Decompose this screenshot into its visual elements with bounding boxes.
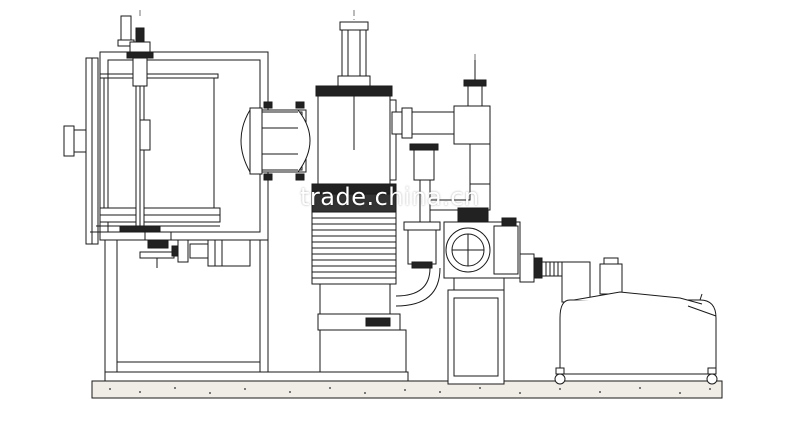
floor bbox=[91, 380, 723, 399]
foreline-pipe bbox=[395, 221, 441, 307]
bypass-piping bbox=[391, 60, 491, 223]
centerlines bbox=[139, 10, 476, 60]
vacuum-chamber bbox=[63, 51, 269, 245]
rotary-vane-pump bbox=[554, 257, 718, 385]
high-vacuum-valve bbox=[311, 21, 397, 195]
drive-motor bbox=[171, 239, 251, 267]
rotary-fixture bbox=[117, 15, 175, 268]
roots-pump bbox=[443, 207, 521, 385]
pump-coupling bbox=[519, 253, 563, 283]
gate-valve bbox=[240, 101, 311, 181]
diffusion-pump bbox=[311, 193, 407, 373]
